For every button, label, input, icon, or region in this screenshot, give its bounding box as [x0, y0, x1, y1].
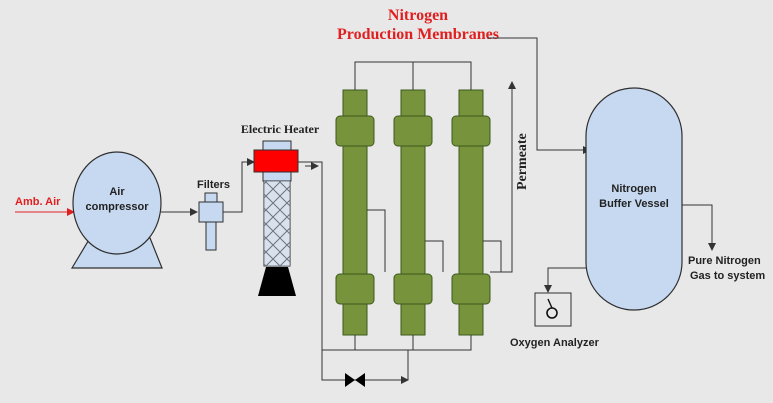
pipe-filter-heater	[223, 158, 255, 213]
heater-label: Electric Heater	[241, 122, 320, 136]
pipe-permeate-1	[367, 209, 386, 272]
pipe-permeate-2	[425, 240, 444, 272]
filter-icon	[198, 192, 224, 251]
compressor-label-1: Air	[109, 186, 125, 198]
membrane-icon	[393, 89, 433, 336]
analyzer-label: Oxygen Analyzer	[510, 337, 600, 349]
pipe-permeate-3	[483, 240, 502, 272]
compressor-label-2: compressor	[86, 201, 150, 213]
permeate-label: Permeate	[515, 133, 530, 190]
amb-air-label: Amb. Air	[15, 196, 61, 208]
vessel-icon	[585, 87, 683, 311]
membrane-icon	[335, 89, 375, 336]
vessel-label-1: Nitrogen	[611, 183, 657, 195]
pipe-bottom-manifold	[322, 335, 472, 351]
pipe-product-to-vessel	[487, 37, 591, 154]
filters-label: Filters	[197, 179, 230, 191]
valve-icon	[345, 373, 365, 387]
output-label-1: Pure Nitrogen	[688, 255, 761, 267]
membrane-icon	[451, 89, 491, 336]
output-label-2: Gas to system	[690, 270, 765, 282]
vessel-label-2: Buffer Vessel	[599, 198, 669, 210]
pipe-permeate-header	[490, 81, 516, 273]
pipe-heater-membranes	[298, 161, 350, 381]
title-line-1: Nitrogen	[388, 7, 448, 24]
pipe-output	[682, 204, 716, 251]
title-line-2: Production Membranes	[337, 26, 499, 43]
compressor-icon	[70, 151, 163, 269]
gauge-icon	[534, 292, 572, 327]
heater-icon	[253, 140, 299, 296]
pipe-analyzer	[544, 267, 586, 293]
